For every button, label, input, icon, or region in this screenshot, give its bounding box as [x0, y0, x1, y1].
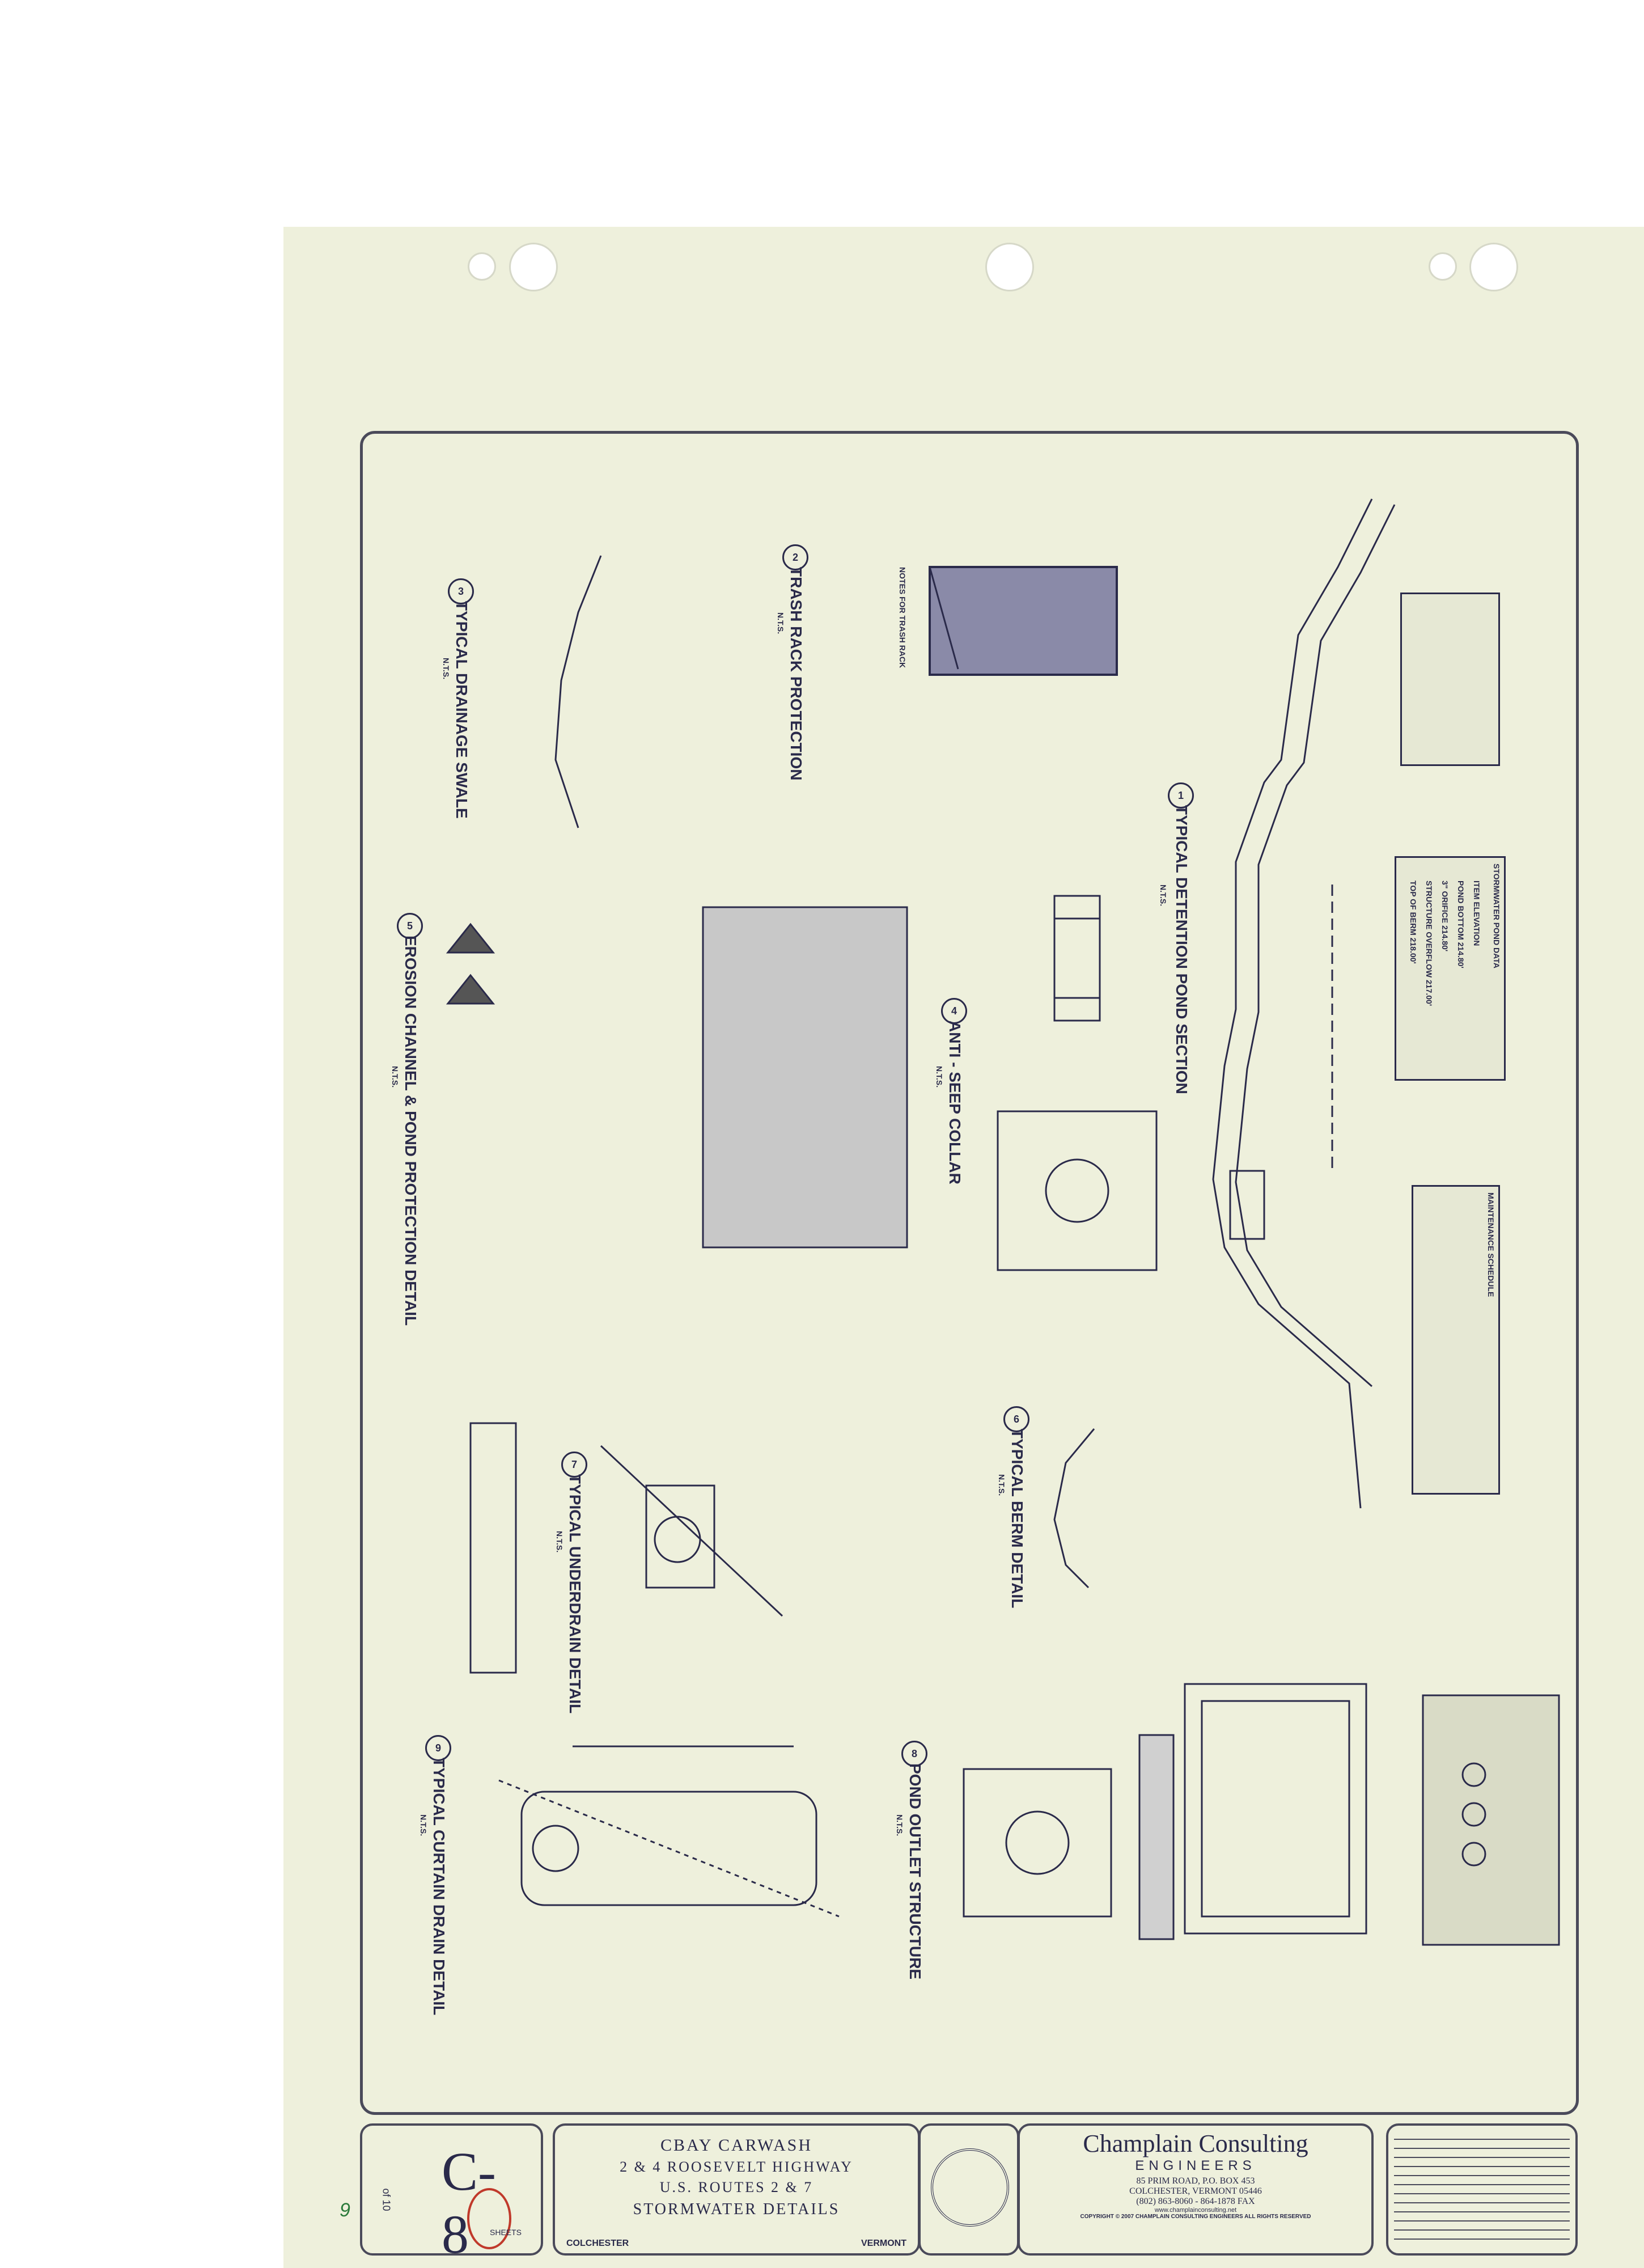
engineer-seal	[931, 2148, 1009, 2227]
stormwater-note-box	[1400, 593, 1500, 766]
firm-sub: ENGINEERS	[1135, 2158, 1256, 2173]
punch-hole	[985, 243, 1034, 291]
firm-block: Champlain Consulting ENGINEERS 85 PRIM R…	[1018, 2123, 1374, 2256]
punch-hole	[1469, 243, 1518, 291]
detail-scale: N.T.S.	[776, 612, 785, 634]
copyright: COPYRIGHT © 2007 CHAMPLAIN CONSULTING EN…	[1080, 2214, 1311, 2220]
maintenance-schedule-box: MAINTENANCE SCHEDULE	[1412, 1185, 1500, 1495]
detail-scale: N.T.S.	[935, 1066, 944, 1088]
punch-hole	[1429, 252, 1457, 281]
sheet-title: STORMWATER DETAILS	[633, 2201, 840, 2218]
revision-lines	[1394, 2131, 1570, 2248]
firm-phone: (802) 863-8060 - 864-1878 FAX	[1136, 2197, 1255, 2206]
pond-data-row: STRUCTURE OVERFLOW 217.00'	[1425, 881, 1434, 1006]
revision-block	[1386, 2123, 1578, 2256]
detail-scale: N.T.S.	[1159, 885, 1168, 907]
detail-scale: N.T.S.	[555, 1531, 564, 1553]
detail-symbol: 2	[782, 544, 808, 570]
punch-hole	[509, 243, 558, 291]
sheet-number-block: C-8 of 10 SHEETS 9	[340, 2123, 543, 2265]
pond-data-table: STORMWATER POND DATA ITEM ELEVATION POND …	[1395, 856, 1506, 1081]
detail-title-detention: TYPICAL DETENTION POND SECTION	[1173, 805, 1190, 1094]
pond-data-row: ITEM ELEVATION	[1472, 881, 1481, 946]
firm-website: www.champlainconsulting.net	[1154, 2207, 1237, 2214]
detail-scale: N.T.S.	[391, 1066, 400, 1088]
detail-symbol: 7	[561, 1452, 587, 1478]
detail-scale: N.T.S.	[895, 1814, 904, 1837]
detail-symbol: 4	[941, 998, 967, 1024]
detail-symbol: 3	[448, 578, 474, 604]
trash-rack-notes-heading: NOTES FOR TRASH RACK	[898, 567, 907, 668]
maintenance-heading: MAINTENANCE SCHEDULE	[1486, 1192, 1495, 1297]
detail-symbol: 6	[1003, 1406, 1029, 1432]
sheets-label: SHEETS	[490, 2228, 522, 2237]
detail-title-curtain: TYPICAL CURTAIN DRAIN DETAIL	[430, 1758, 448, 2016]
detail-title-outlet: POND OUTLET STRUCTURE	[906, 1763, 924, 1980]
project-address: 2 & 4 ROOSEVELT HIGHWAY	[620, 2159, 853, 2175]
project-town: COLCHESTER	[566, 2239, 629, 2248]
detail-scale: N.T.S.	[419, 1814, 428, 1837]
project-state: VERMONT	[861, 2239, 906, 2248]
punch-hole	[468, 252, 496, 281]
engineer-seal-block	[918, 2123, 1019, 2256]
sheet-of: of 10	[380, 2188, 392, 2211]
detail-title-drainage-swale: TYPICAL DRAINAGE SWALE	[453, 601, 471, 819]
pond-data-row: TOP OF BERM 218.00'	[1409, 881, 1418, 964]
detail-symbol: 1	[1168, 782, 1194, 809]
detail-symbol: 9	[425, 1735, 451, 1761]
pond-data-row: 3" ORIFICE 214.80'	[1440, 881, 1450, 952]
firm-address-1: 85 PRIM ROAD, P.O. BOX 453	[1136, 2176, 1255, 2186]
detail-title-trash-rack: TRASH RACK PROTECTION	[787, 567, 805, 781]
project-routes: U.S. ROUTES 2 & 7	[659, 2179, 813, 2195]
firm-name: Champlain Consulting	[1083, 2130, 1308, 2157]
project-name: CBAY CARWASH	[660, 2136, 813, 2155]
detail-symbol: 8	[901, 1741, 927, 1767]
firm-address-2: COLCHESTER, VERMONT 05446	[1129, 2186, 1262, 2196]
project-block: CBAY CARWASH 2 & 4 ROOSEVELT HIGHWAY U.S…	[553, 2123, 920, 2256]
detail-title-underdrain: TYPICAL UNDERDRAIN DETAIL	[566, 1474, 584, 1714]
detail-title-anti-seep: ANTI - SEEP COLLAR	[946, 1021, 964, 1184]
detail-title-berm: TYPICAL BERM DETAIL	[1009, 1429, 1026, 1609]
detail-scale: N.T.S.	[442, 658, 451, 680]
detail-title-erosion: EROSION CHANNEL & POND PROTECTION DETAIL	[402, 936, 420, 1326]
handwritten-page-number: 9	[340, 2199, 350, 2221]
drawing-border	[360, 431, 1579, 2115]
detail-scale: N.T.S.	[997, 1474, 1006, 1496]
pond-data-heading: STORMWATER POND DATA	[1492, 864, 1501, 968]
detail-symbol: 5	[397, 913, 423, 939]
pond-data-row: POND BOTTOM 214.80'	[1456, 881, 1465, 968]
sheet-id-red-circle	[467, 2188, 511, 2249]
